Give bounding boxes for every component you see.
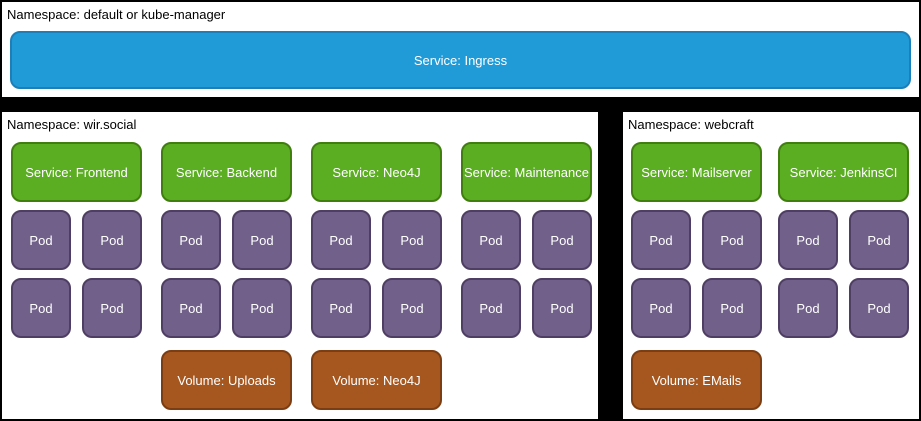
pod-node: Pod [702,278,762,338]
pod-grid: Pod Pod Pod Pod [778,210,909,338]
pod-node: Pod [161,278,221,338]
pod-node: Pod [232,210,292,270]
pod-node: Pod [461,278,521,338]
pod-node: Pod [849,278,909,338]
pod-node: Pod [382,210,442,270]
pod-node: Pod [778,210,838,270]
service-node-frontend: Service: Frontend [11,142,142,202]
pod-grid: Pod Pod Pod Pod [161,210,292,338]
pod-node: Pod [11,278,71,338]
pod-node: Pod [311,210,371,270]
service-node-ingress: Service: Ingress [10,31,911,89]
service-column-neo4j: Service: Neo4J Pod Pod Pod Pod Volume: N… [311,142,442,410]
namespace-panel-wir-social: Namespace: wir.social Service: Frontend … [0,110,600,421]
pod-node: Pod [82,278,142,338]
pod-node: Pod [702,210,762,270]
pod-node: Pod [82,210,142,270]
service-column-backend: Service: Backend Pod Pod Pod Pod Volume:… [161,142,292,410]
pod-node: Pod [311,278,371,338]
namespace-panel-webcraft: Namespace: webcraft Service: Mailserver … [621,110,921,421]
service-columns: Service: Mailserver Pod Pod Pod Pod Volu… [631,142,909,410]
service-node-backend: Service: Backend [161,142,292,202]
service-column-frontend: Service: Frontend Pod Pod Pod Pod [11,142,142,410]
pod-grid: Pod Pod Pod Pod [11,210,142,338]
pod-node: Pod [631,210,691,270]
service-node-mailserver: Service: Mailserver [631,142,762,202]
volume-node-emails: Volume: EMails [631,350,762,410]
service-node-jenkinsci: Service: JenkinsCI [778,142,909,202]
pod-node: Pod [232,278,292,338]
namespace-label: Namespace: default or kube-manager [7,7,226,22]
volume-node-uploads: Volume: Uploads [161,350,292,410]
pod-grid: Pod Pod Pod Pod [311,210,442,338]
service-column-mailserver: Service: Mailserver Pod Pod Pod Pod Volu… [631,142,762,410]
pod-node: Pod [161,210,221,270]
pod-node: Pod [461,210,521,270]
service-node-maintenance: Service: Maintenance [461,142,592,202]
service-column-jenkinsci: Service: JenkinsCI Pod Pod Pod Pod [778,142,909,410]
pod-node: Pod [778,278,838,338]
pod-grid: Pod Pod Pod Pod [461,210,592,338]
namespace-label: Namespace: webcraft [628,117,754,132]
namespace-label: Namespace: wir.social [7,117,137,132]
pod-grid: Pod Pod Pod Pod [631,210,762,338]
service-column-maintenance: Service: Maintenance Pod Pod Pod Pod [461,142,592,410]
volume-node-neo4j: Volume: Neo4J [311,350,442,410]
pod-node: Pod [532,278,592,338]
pod-node: Pod [11,210,71,270]
service-node-neo4j: Service: Neo4J [311,142,442,202]
pod-node: Pod [532,210,592,270]
namespace-panel-default-kube-manager: Namespace: default or kube-manager Servi… [0,0,921,99]
pod-node: Pod [631,278,691,338]
pod-node: Pod [849,210,909,270]
service-columns: Service: Frontend Pod Pod Pod Pod Servic… [11,142,592,410]
pod-node: Pod [382,278,442,338]
